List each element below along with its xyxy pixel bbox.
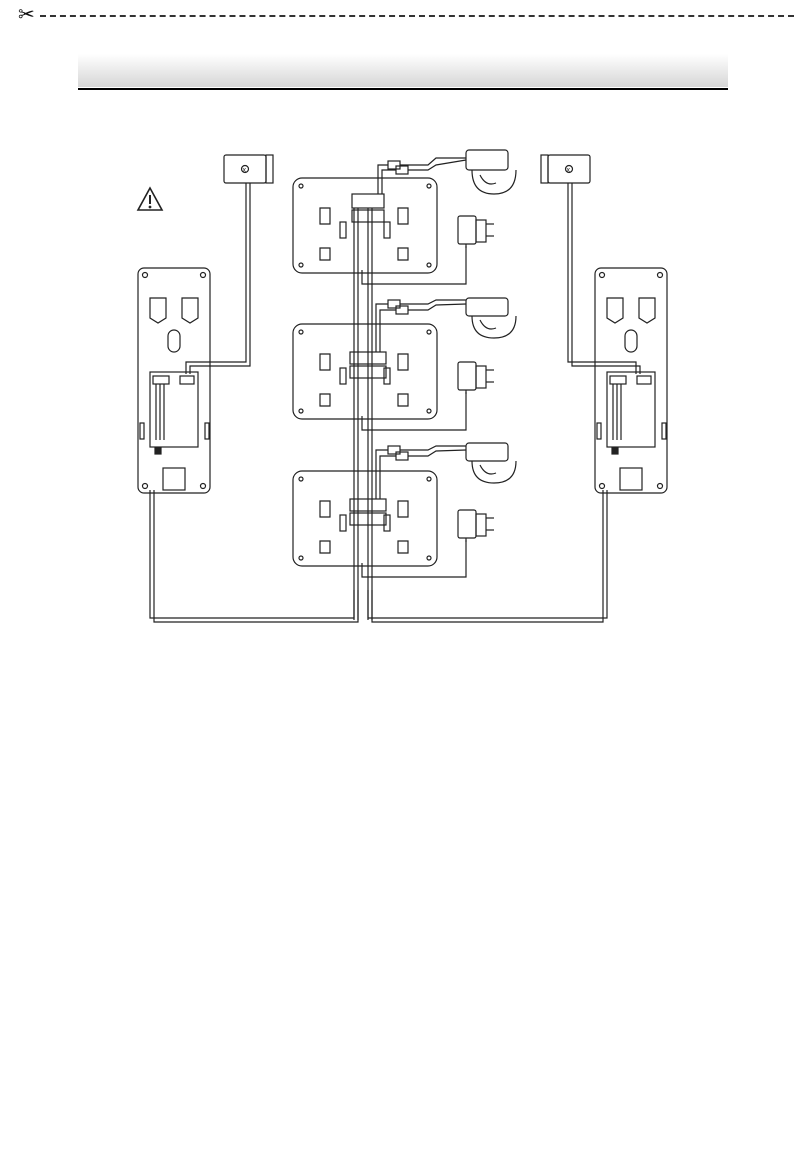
door-station-right: [595, 268, 667, 493]
cctv-camera-1: [378, 150, 516, 194]
rca-connector-icon: [396, 452, 408, 460]
rca-connector-icon: [396, 306, 408, 314]
dome-camera-icon: [466, 298, 516, 338]
warning-icon: [138, 188, 162, 210]
dome-camera-icon: [466, 150, 516, 194]
power-adapter-2: [362, 362, 494, 430]
indoor-monitor: [293, 178, 437, 273]
power-adapter-icon: [458, 510, 494, 542]
door-station-left: [138, 268, 210, 493]
power-adapter-1: [362, 216, 494, 284]
lock-wire: [186, 183, 250, 374]
bus-cable: [354, 208, 372, 620]
svg-text:x: x: [243, 167, 247, 174]
lock-wire: [568, 183, 640, 374]
indoor-monitor: [293, 324, 437, 419]
indoor-monitor: [293, 471, 437, 566]
door-lock-icon: x: [541, 155, 590, 183]
rca-connector-icon: [396, 166, 408, 174]
door-station-cable: [368, 490, 607, 622]
door-station-cable: [150, 490, 358, 622]
power-adapter-3: [362, 510, 494, 577]
cctv-camera-2: [376, 298, 516, 352]
power-adapter-icon: [458, 362, 494, 394]
door-lock-icon: x: [224, 155, 273, 183]
rca-connector-icon: [388, 446, 400, 454]
svg-text:x: x: [567, 167, 571, 174]
power-adapter-icon: [458, 216, 494, 248]
rca-connector-icon: [388, 161, 400, 169]
rca-connector-icon: [388, 300, 400, 308]
dome-camera-icon: [466, 443, 516, 483]
